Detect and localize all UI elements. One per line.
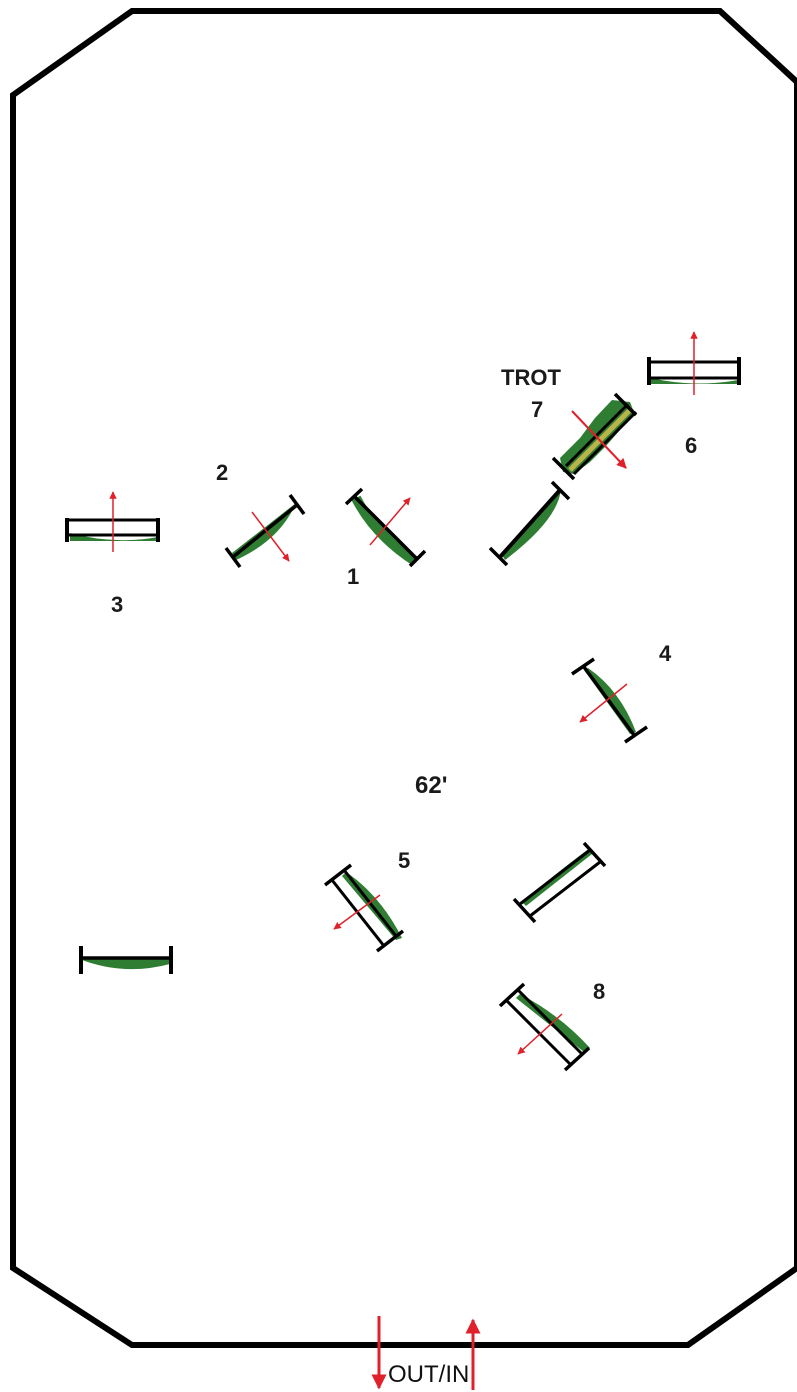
label-fence-2: 2 xyxy=(216,460,228,485)
label-gate: OUT/IN xyxy=(388,1361,469,1388)
label-fence-1: 1 xyxy=(347,564,359,589)
label-fence-4: 4 xyxy=(659,641,672,666)
fence-8 xyxy=(498,982,591,1072)
label-distance: 62' xyxy=(415,772,447,799)
fence-1 xyxy=(344,487,427,568)
fence-4 xyxy=(571,657,648,744)
arena-outline xyxy=(10,8,797,1348)
label-fence-3: 3 xyxy=(111,592,123,617)
fence-6 xyxy=(647,331,741,395)
fence-2 xyxy=(224,493,306,569)
label-fence-6: 6 xyxy=(685,433,697,458)
fence-5 xyxy=(323,863,405,953)
label-fence-7: 7 xyxy=(531,397,543,422)
label-trot: TROT xyxy=(501,365,561,390)
fence-3 xyxy=(65,491,160,552)
fence-diagonal-b xyxy=(512,841,607,924)
fence-diagonal-a xyxy=(488,480,571,567)
fence-horizontal-left xyxy=(79,946,173,974)
label-fence-8: 8 xyxy=(593,979,605,1004)
fence-7-trot xyxy=(551,392,638,481)
label-fence-5: 5 xyxy=(398,848,410,873)
